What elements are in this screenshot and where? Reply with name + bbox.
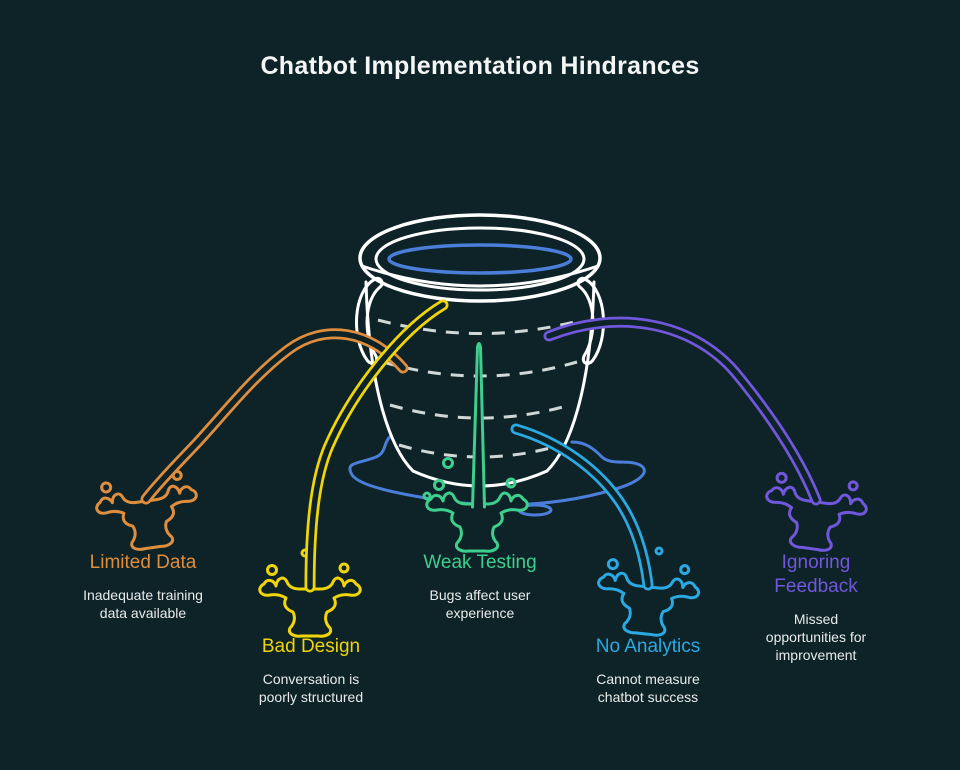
splash-ignoring-feedback	[758, 468, 872, 558]
hindrance-description: Inadequate training data available	[83, 587, 203, 621]
bucket-rim-band	[360, 264, 600, 288]
hindrance-label: No Analytics	[595, 636, 701, 657]
bubble	[422, 491, 432, 501]
stream-ignoring-feedback	[549, 322, 872, 558]
stream-weak-testing	[422, 342, 529, 553]
bubble	[442, 457, 454, 469]
hindrance-label: Ignoring Feedback	[774, 552, 858, 597]
water-level-dash	[398, 443, 562, 459]
jet-weak-testing	[471, 342, 486, 509]
splash-limited-data	[91, 467, 205, 557]
hindrance-description: Conversation is poorly structured	[258, 671, 364, 705]
hindrance-label: Weak Testing	[423, 552, 537, 573]
water-surface	[387, 243, 573, 275]
page-title: Chatbot Implementation Hindrances	[260, 52, 700, 80]
hindrance-limited-data: Limited Data Inadequate training data av…	[68, 551, 218, 622]
stream-bad-design	[258, 305, 443, 638]
water-level-dash	[377, 318, 583, 335]
hindrance-no-analytics: No Analytics Cannot measure chatbot succ…	[589, 635, 707, 706]
hindrance-label: Limited Data	[89, 552, 197, 573]
stream-limited-data	[91, 334, 403, 557]
hindrance-weak-testing: Weak Testing Bugs affect user experience	[419, 551, 541, 622]
hindrance-ignoring-feedback: Ignoring Feedback Missed opportunities f…	[752, 551, 880, 664]
bucket-rim-outer	[358, 213, 602, 303]
bucket-rim-inner	[374, 226, 586, 292]
bucket-wall-left	[364, 280, 415, 473]
hindrance-bad-design: Bad Design Conversation is poorly struct…	[245, 635, 377, 706]
hindrance-description: Cannot measure chatbot success	[596, 671, 700, 705]
hindrance-description: Missed opportunities for improvement	[765, 611, 867, 663]
hindrance-description: Bugs affect user experience	[429, 587, 531, 621]
hindrance-label: Bad Design	[261, 636, 361, 657]
splash-droplet	[654, 546, 664, 556]
stream-no-analytics	[516, 429, 703, 641]
